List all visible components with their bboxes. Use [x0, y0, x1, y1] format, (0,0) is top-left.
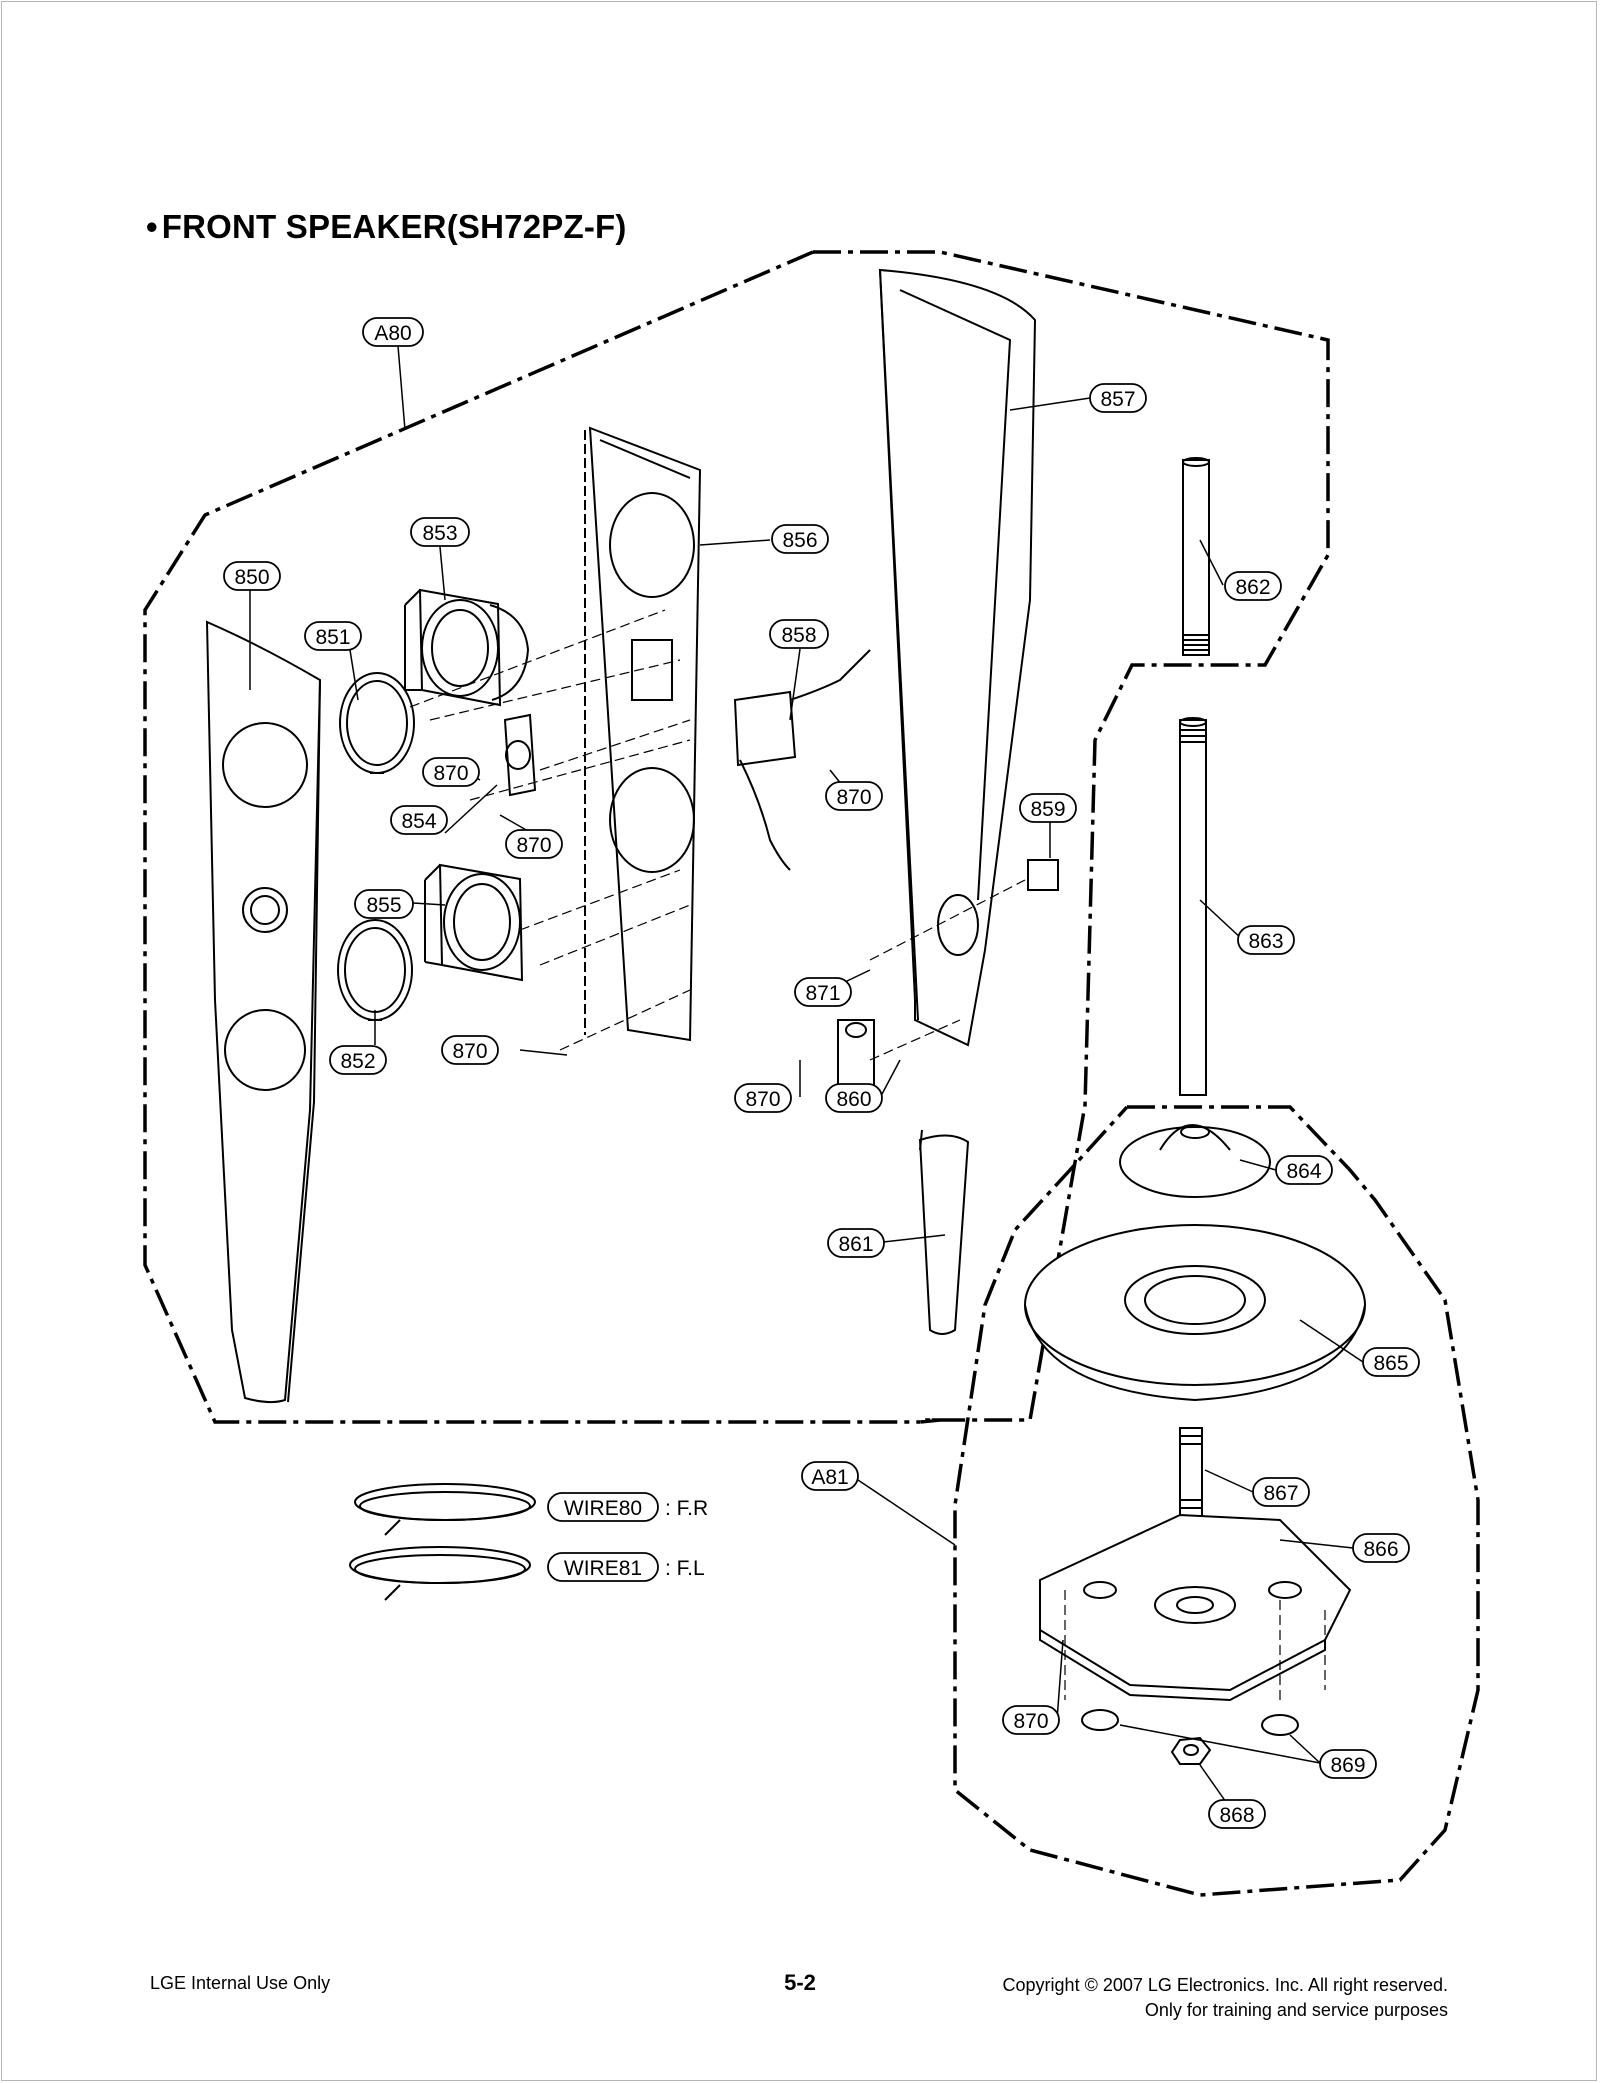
part-852-ring — [337, 919, 413, 1021]
callout-870-tweeter: 870 — [516, 834, 551, 857]
callout-868: 868 — [1219, 1804, 1254, 1827]
callout-870-crossover: 870 — [836, 786, 871, 809]
callout-870-woofer: 870 — [433, 762, 468, 785]
wire80-channel: : F.R — [665, 1497, 708, 1520]
footer-internal-use: LGE Internal Use Only — [150, 1973, 331, 1993]
assembly-guide-lines — [409, 609, 1326, 1700]
callout-870-base: 870 — [1013, 1710, 1048, 1733]
title-text: FRONT SPEAKER(SH72PZ-F) — [161, 208, 627, 245]
footer-copyright: Copyright © 2007 LG Electronics. Inc. Al… — [1003, 1973, 1448, 2023]
part-865-disc — [1024, 1224, 1366, 1402]
part-857-cabinet — [878, 268, 1037, 1047]
callout-859: 859 — [1030, 798, 1065, 821]
callout-858: 858 — [781, 624, 816, 647]
callout-850: 850 — [234, 566, 269, 589]
part-868-nut — [1170, 1736, 1212, 1765]
part-854-tweeter — [503, 713, 537, 797]
part-855-woofer — [424, 863, 524, 982]
callout-851: 851 — [315, 626, 350, 649]
callout-wire81: WIRE81 — [564, 1557, 642, 1580]
wire-suffixes: : F.R : F.L — [665, 1497, 708, 1580]
part-851-ring — [339, 672, 415, 774]
part-860-bracket — [837, 1019, 875, 1091]
callout-856: 856 — [782, 529, 817, 552]
part-853-woofer — [404, 588, 530, 707]
part-856-baffle — [584, 426, 702, 1042]
callout-866: 866 — [1363, 1538, 1398, 1561]
callout-wire80: WIRE80 — [564, 1497, 642, 1520]
callout-865: 865 — [1373, 1352, 1408, 1375]
callouts — [223, 317, 1420, 1829]
callout-869: 869 — [1330, 1754, 1365, 1777]
callout-863: 863 — [1248, 930, 1283, 953]
callout-labels: A80 850 851 853 854 855 852 856 857 858 … — [234, 322, 1408, 1827]
callout-862: 862 — [1235, 576, 1270, 599]
copyright-line: Copyright © 2007 LG Electronics. Inc. Al… — [1002, 1975, 1448, 1995]
part-858-crossover — [733, 649, 871, 871]
callout-870-lower: 870 — [452, 1040, 487, 1063]
callout-860: 860 — [836, 1088, 871, 1111]
callout-853: 853 — [422, 522, 457, 545]
wire81-channel: : F.L — [665, 1557, 705, 1580]
part-863-pipe — [1179, 717, 1207, 1096]
callout-854: 854 — [401, 810, 436, 833]
callout-a80: A80 — [374, 322, 411, 345]
part-850-front-grille — [205, 620, 322, 1404]
part-867-stud — [1179, 1427, 1203, 1517]
callout-855: 855 — [366, 894, 401, 917]
footer-page-number: 5-2 — [784, 1970, 816, 1995]
callout-864: 864 — [1286, 1160, 1321, 1183]
callout-867: 867 — [1263, 1482, 1298, 1505]
assembly-boundary-a80 — [143, 250, 1330, 1424]
part-859-terminal — [1027, 859, 1059, 891]
part-862-pipe — [1182, 457, 1210, 656]
part-864-cap — [1119, 1124, 1271, 1198]
part-869-pads — [1081, 1709, 1299, 1736]
page-title: •FRONT SPEAKER(SH72PZ-F) — [146, 208, 627, 246]
callout-861: 861 — [838, 1233, 873, 1256]
title-bullet: • — [146, 208, 158, 245]
assembly-boundary-a81 — [953, 1105, 1480, 1897]
wire-coils — [349, 1483, 536, 1601]
callout-857: 857 — [1100, 388, 1135, 411]
purpose-line: Only for training and service purposes — [1144, 2000, 1448, 2020]
callout-852: 852 — [340, 1050, 375, 1073]
callout-a81: A81 — [811, 1466, 848, 1489]
callout-871: 871 — [805, 982, 840, 1005]
callout-870-bracket: 870 — [745, 1088, 780, 1111]
part-861-cover — [918, 1129, 970, 1335]
